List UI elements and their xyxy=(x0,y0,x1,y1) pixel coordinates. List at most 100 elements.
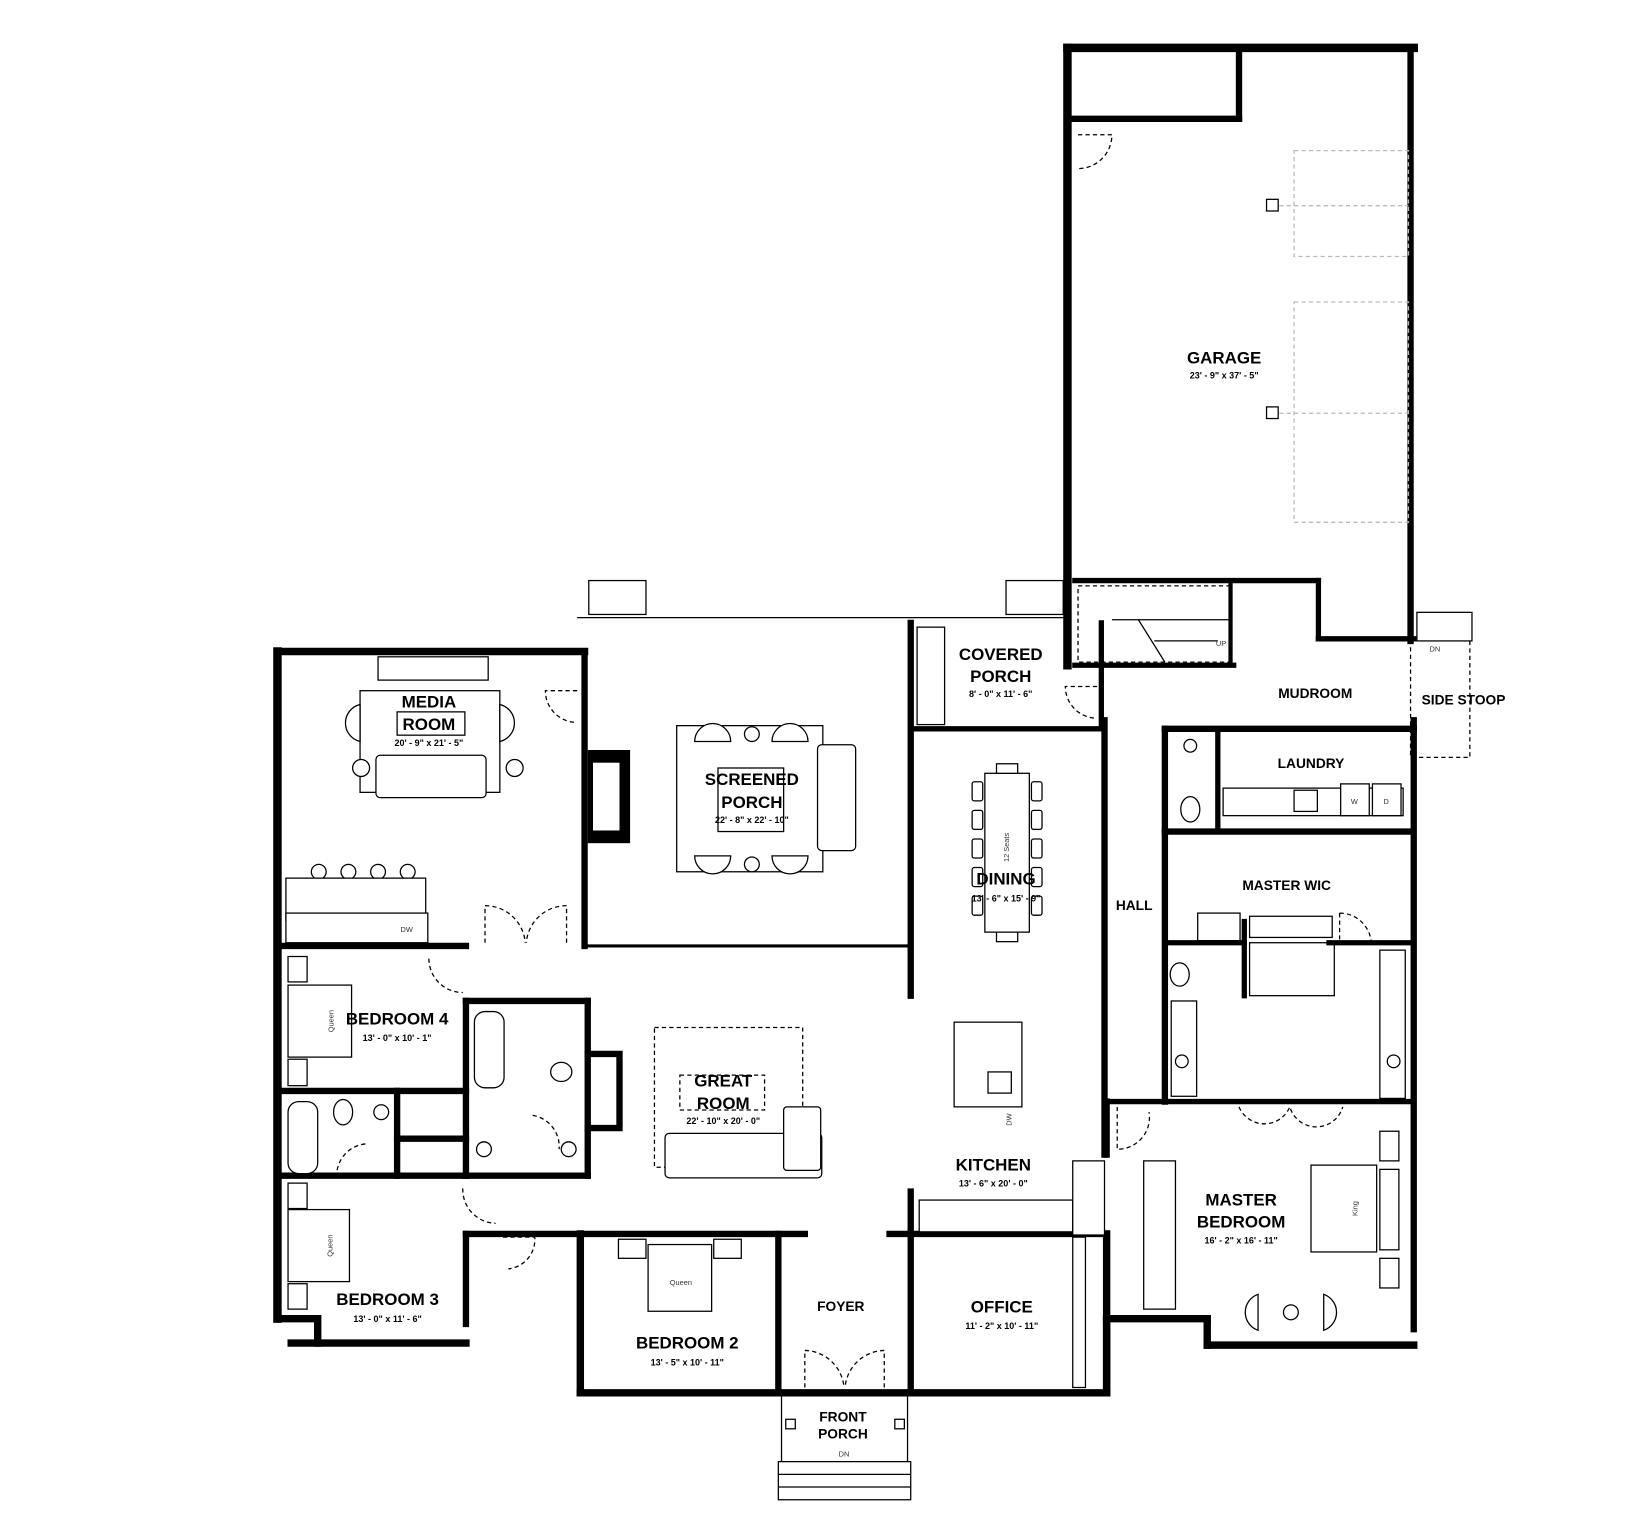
room-name: PORCH xyxy=(818,1426,868,1441)
dining-chair xyxy=(1030,838,1043,859)
wall xyxy=(584,1050,623,1132)
kitchenette-counter xyxy=(285,912,429,944)
dining-table xyxy=(984,772,1030,933)
dining-chair xyxy=(971,866,984,888)
room-dimensions: 22' - 8" x 22' - 10" xyxy=(715,815,789,825)
room-master-wic: MASTER WIC xyxy=(1242,878,1331,893)
toilet-icon xyxy=(332,1098,354,1126)
dining-chair xyxy=(971,895,984,916)
room-media-room: MEDIA ROOM 20' - 9" x 21' - 5" xyxy=(394,693,463,748)
room-dimensions: 23' - 9" x 37' - 5" xyxy=(1190,370,1259,380)
toilet-icon xyxy=(1180,795,1201,823)
dryer-label: D xyxy=(1384,797,1389,806)
king-size-label: King xyxy=(1351,1201,1360,1216)
garage-door-track xyxy=(1293,149,1410,258)
queen-bed xyxy=(287,984,353,1058)
room-dimensions: 13' - 6" x 20' - 0" xyxy=(959,1178,1028,1188)
room-name: DINING xyxy=(976,869,1035,888)
stairs-up-label: UP xyxy=(1216,639,1226,648)
room-bedroom-2: BEDROOM 2 13' - 5" x 10' - 11" xyxy=(636,1333,739,1367)
bathtub xyxy=(287,1100,319,1175)
walls xyxy=(273,43,1418,1397)
dining-chairs xyxy=(971,763,1043,943)
bed2-size-label: Queen xyxy=(670,1278,692,1287)
king-bed xyxy=(1310,1164,1378,1253)
sectional-sofa xyxy=(664,1132,823,1179)
dining-chair xyxy=(971,809,984,831)
front-steps xyxy=(777,1460,912,1501)
room-name: ROOM xyxy=(403,715,456,734)
master-chairs xyxy=(1244,1293,1338,1332)
fixtures: UP DN DW xyxy=(285,134,1473,1501)
room-name: PORCH xyxy=(721,793,782,812)
room-name: BEDROOM 3 xyxy=(336,1290,439,1309)
queen-bed xyxy=(287,1208,351,1283)
great-room-rug xyxy=(653,1026,804,1168)
room-name: KITCHEN xyxy=(956,1155,1031,1174)
room-name: MEDIA xyxy=(402,693,457,712)
room-bedroom-4: BEDROOM 4 13' - 0" x 10' - 1" xyxy=(346,1009,449,1043)
room-laundry: LAUNDRY xyxy=(1278,756,1345,771)
room-side-stoop: SIDE STOOP xyxy=(1422,692,1506,707)
stoop-down-label: DN xyxy=(1430,645,1441,654)
dining-chair xyxy=(1030,895,1043,916)
room-dining: DINING 13' - 6" x 15' - 9" xyxy=(972,869,1041,903)
room-front-porch: FRONT PORCH xyxy=(818,1409,868,1441)
side-stoop-steps xyxy=(1416,611,1473,642)
tv-console xyxy=(377,656,489,681)
room-name: GREAT xyxy=(694,1072,753,1091)
dryer xyxy=(1371,783,1402,817)
porch-steps xyxy=(1005,579,1064,616)
kitchen-island xyxy=(953,1021,1023,1108)
room-kitchen: KITCHEN 13' - 6" x 20' - 0" xyxy=(956,1155,1031,1188)
garage-door-track xyxy=(1293,301,1410,523)
room-name: MASTER xyxy=(1205,1190,1277,1209)
porch-sofa xyxy=(816,744,857,852)
queen-bed xyxy=(647,1243,713,1312)
wall xyxy=(273,1314,322,1347)
front-doors[interactable] xyxy=(804,1349,885,1388)
room-great-room: GREAT ROOM 22' - 10" x 20' - 0" xyxy=(686,1072,760,1126)
room-name: BEDROOM xyxy=(1197,1213,1285,1232)
room-hall: HALL xyxy=(1116,898,1153,913)
armchair xyxy=(499,703,516,743)
dining-chair xyxy=(971,838,984,859)
room-covered-porch: COVERED PORCH 8' - 0" x 11' - 6" xyxy=(959,645,1043,699)
room-dimensions: 13' - 0" x 10' - 1" xyxy=(363,1033,432,1043)
porch-down-label: DN xyxy=(839,1449,850,1458)
kitchen-counter xyxy=(918,1199,1074,1233)
room-name: COVERED xyxy=(959,645,1043,664)
porch-steps xyxy=(588,579,647,616)
bathtub xyxy=(473,1010,505,1089)
room-name: BEDROOM 2 xyxy=(636,1333,739,1352)
room-dimensions: 22' - 10" x 20' - 0" xyxy=(686,1116,760,1126)
room-dimensions: 13' - 5" x 10' - 11" xyxy=(651,1357,724,1367)
dining-chair xyxy=(995,763,1019,774)
dining-chair xyxy=(971,781,984,802)
room-dimensions: 13' - 0" x 11' - 6" xyxy=(353,1314,421,1324)
media-dw-label: DW xyxy=(400,925,412,934)
dining-chair xyxy=(995,931,1019,943)
dining-chair xyxy=(1030,866,1043,888)
porch-bench xyxy=(916,626,946,726)
room-dimensions: 8' - 0" x 11' - 6" xyxy=(969,689,1032,699)
room-name: PORCH xyxy=(970,667,1031,686)
stairs: UP xyxy=(1077,585,1233,663)
room-dimensions: 13' - 6" x 15' - 9" xyxy=(972,893,1041,903)
room-name: FRONT xyxy=(819,1409,867,1424)
office-shelf xyxy=(1072,1236,1087,1389)
room-name: ROOM xyxy=(697,1094,750,1113)
room-name: BEDROOM 4 xyxy=(346,1009,449,1028)
kitchen-dw-label: DW xyxy=(1004,1113,1013,1125)
dining-chair xyxy=(1030,809,1043,831)
master-toilet-icon xyxy=(1169,962,1190,987)
washer-label: W xyxy=(1351,797,1358,806)
room-mudroom: MUDROOM xyxy=(1278,686,1352,701)
porch-chairs xyxy=(694,722,809,875)
bed4-size-label: Queen xyxy=(327,1010,336,1032)
room-dimensions: 20' - 9" x 21' - 5" xyxy=(394,738,463,748)
